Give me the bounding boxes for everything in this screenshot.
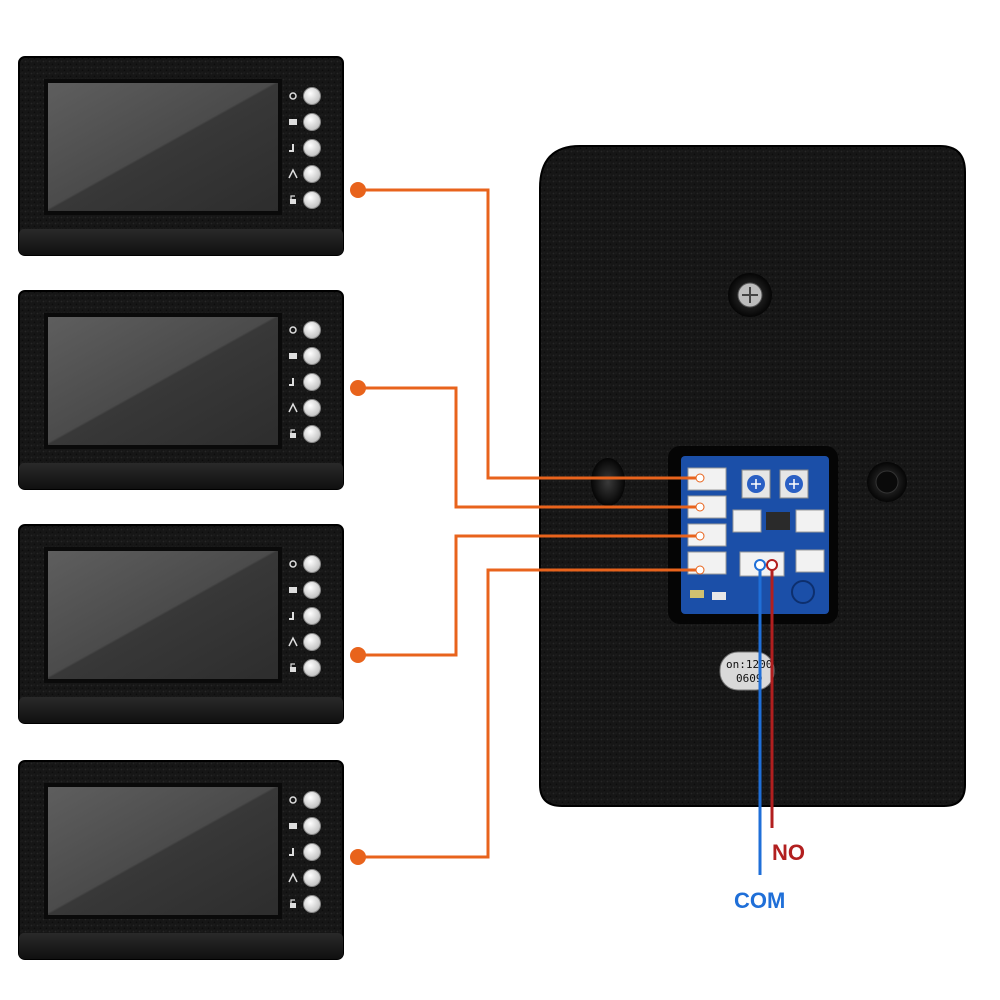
- monitor-bottom-bar: [19, 229, 343, 255]
- handset-icon: [289, 144, 294, 152]
- connector-ext: [795, 509, 825, 533]
- photo-icon: [289, 353, 297, 359]
- unlock-icon: [290, 195, 296, 204]
- handset-icon: [289, 378, 294, 386]
- monitor-screen: [48, 787, 278, 915]
- handset-button[interactable]: [303, 373, 321, 391]
- photo-icon: [289, 119, 297, 125]
- wire-monitor-1: [358, 188, 700, 480]
- unlock-icon: [290, 663, 296, 672]
- wire-dot-monitor-1: [350, 182, 366, 198]
- pcb-dot-1: [695, 473, 705, 483]
- power-icon: [289, 92, 297, 100]
- pcb-button: [712, 592, 726, 600]
- com-terminal: [754, 559, 766, 571]
- monitor-bottom-bar: [19, 697, 343, 723]
- power-button[interactable]: [303, 321, 321, 339]
- power-button[interactable]: [303, 87, 321, 105]
- handset-button[interactable]: [303, 843, 321, 861]
- handset-icon: [289, 848, 294, 856]
- intercom-icon: [288, 168, 298, 179]
- intercom-icon: [288, 402, 298, 413]
- unlock-button[interactable]: [303, 659, 321, 677]
- photo-button[interactable]: [303, 113, 321, 131]
- intercom-button[interactable]: [303, 399, 321, 417]
- monitor-bottom-bar: [19, 933, 343, 959]
- unlock-button[interactable]: [303, 895, 321, 913]
- unlock-button[interactable]: [303, 191, 321, 209]
- unlock-button[interactable]: [303, 425, 321, 443]
- power-icon: [289, 560, 297, 568]
- pcb-dot-4: [695, 565, 705, 575]
- sticker-text-2: 0609: [736, 672, 763, 685]
- wire-dot-monitor-3: [350, 647, 366, 663]
- handset-button[interactable]: [303, 139, 321, 157]
- indoor-monitors: [18, 56, 344, 960]
- intercom-button[interactable]: [303, 869, 321, 887]
- wire-endpoints: [350, 182, 705, 865]
- photo-button[interactable]: [303, 817, 321, 835]
- monitor-1: [18, 56, 344, 256]
- pcb-dot-2: [695, 502, 705, 512]
- pcb-battery-outline: [791, 580, 815, 604]
- photo-icon: [289, 823, 297, 829]
- wire-monitor-2: [358, 386, 700, 509]
- sticker-text: on:1200T: [726, 658, 779, 671]
- connection-wires: [358, 188, 700, 859]
- no-label: NO: [772, 840, 805, 865]
- pcb-dot-3: [695, 531, 705, 541]
- wire-dot-monitor-4: [350, 849, 366, 865]
- no-terminal: [766, 559, 778, 571]
- intercom-icon: [288, 872, 298, 883]
- intercom-icon: [288, 636, 298, 647]
- monitor-3: [18, 524, 344, 724]
- doorbell-unit: on:1200T 0609: [539, 145, 966, 807]
- unlock-icon: [290, 429, 296, 438]
- wire-monitor-4: [358, 568, 700, 859]
- com-label: COM: [734, 888, 785, 913]
- monitor-bottom-bar: [19, 463, 343, 489]
- mounting-hole-left: [591, 458, 625, 506]
- wire-dot-monitor-2: [350, 380, 366, 396]
- connector-battery: [795, 549, 825, 573]
- power-button[interactable]: [303, 791, 321, 809]
- photo-icon: [289, 587, 297, 593]
- monitor-screen: [48, 551, 278, 679]
- unlock-icon: [290, 899, 296, 908]
- handset-button[interactable]: [303, 607, 321, 625]
- pcb-led: [690, 590, 704, 598]
- photo-button[interactable]: [303, 347, 321, 365]
- connector-power: [732, 509, 762, 533]
- monitor-screen: [48, 317, 278, 445]
- power-button[interactable]: [303, 555, 321, 573]
- jumper-header: [766, 512, 790, 530]
- intercom-button[interactable]: [303, 633, 321, 651]
- monitor-4: [18, 760, 344, 960]
- handset-icon: [289, 612, 294, 620]
- wire-monitor-3: [358, 534, 700, 657]
- monitor-2: [18, 290, 344, 490]
- photo-button[interactable]: [303, 581, 321, 599]
- power-icon: [289, 326, 297, 334]
- monitor-screen: [48, 83, 278, 211]
- mounting-hole-right-inner: [875, 470, 899, 494]
- power-icon: [289, 796, 297, 804]
- intercom-button[interactable]: [303, 165, 321, 183]
